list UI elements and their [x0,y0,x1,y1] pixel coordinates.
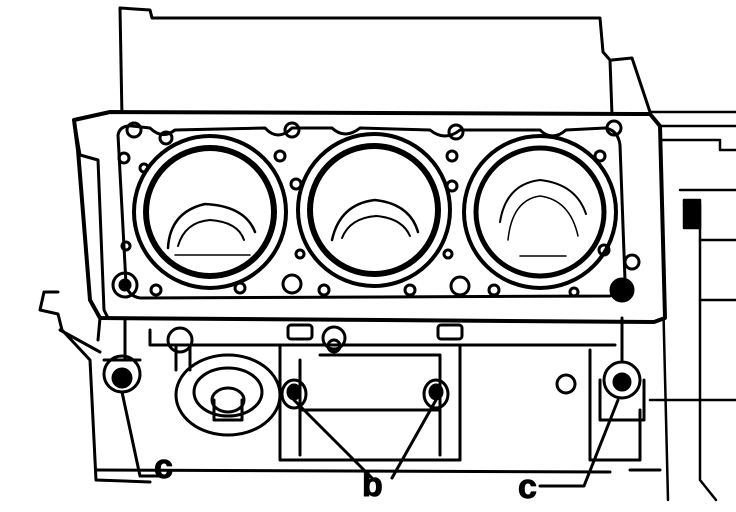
callout-c-right: c [518,468,537,506]
fittings [286,323,464,354]
lower-bolts-b [280,378,450,410]
head-bolt-holes [117,119,623,298]
dowel-holes [111,253,641,303]
callout-b: b [362,466,383,504]
oil-filter-mount [166,326,282,437]
cylinder-1 [132,134,288,290]
leader-lines [120,316,624,488]
block-upper-body [118,6,652,120]
cylinder-2 [296,132,452,288]
callout-c-left: c [154,448,173,486]
lower-block [38,290,662,484]
cylinder-3 [462,134,618,290]
